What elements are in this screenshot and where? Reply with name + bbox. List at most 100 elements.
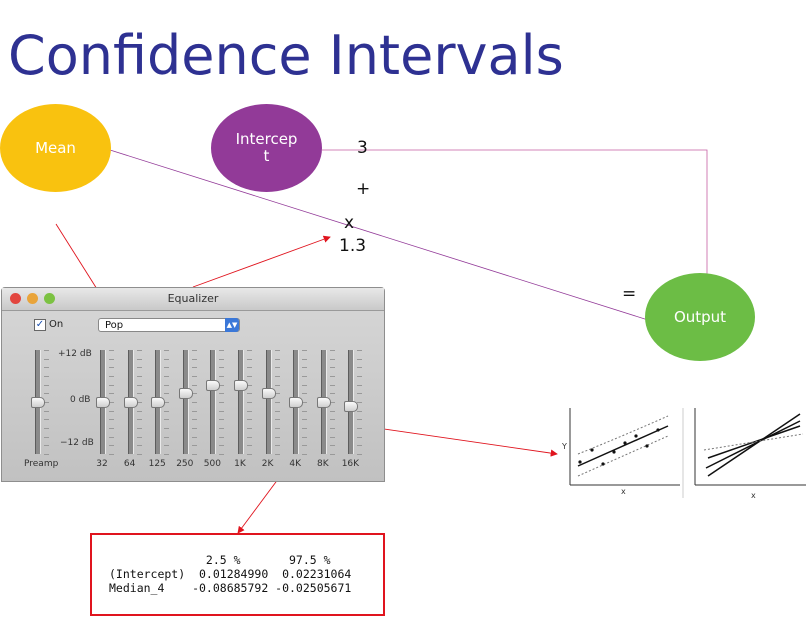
preset-select[interactable]: Pop ▲▼ — [98, 318, 240, 332]
mean-node: Mean — [0, 104, 111, 192]
band-8K-slider-tick — [329, 350, 335, 351]
plot1-y-label: Y — [562, 442, 567, 451]
on-checkbox[interactable]: ✓ — [34, 319, 46, 331]
band-2K-slider-tick — [274, 454, 280, 455]
band-125-slider-tick — [164, 402, 170, 403]
band-125-slider-tick — [164, 419, 170, 421]
band-8K-slider-tick — [329, 436, 335, 438]
fit-line — [577, 425, 669, 467]
band-2K-slider-tick — [274, 358, 280, 360]
band-4K-slider-tick — [302, 454, 308, 455]
band-500-label: 500 — [203, 459, 221, 469]
band-500-slider-tick — [219, 410, 225, 412]
band-16K-label: 16K — [341, 459, 360, 469]
band-64-slider-knob[interactable] — [123, 397, 138, 408]
band-1K-slider-knob[interactable] — [234, 379, 248, 391]
preamp-slider-tick — [44, 436, 49, 438]
band-1K-slider-tick — [247, 393, 252, 395]
band-64-slider-tick — [136, 367, 142, 369]
band-16K-slider-tick — [357, 384, 363, 386]
band-8K-slider-tick — [329, 393, 335, 395]
band-32-slider-tick — [109, 436, 114, 438]
band-250-slider-knob[interactable] — [178, 388, 193, 400]
band-64-slider-tick — [136, 358, 142, 360]
band-250-slider-tick — [191, 410, 197, 412]
band-8K-slider-tick — [329, 410, 335, 412]
confint-header: 2.5 % 97.5 % — [109, 553, 331, 567]
band-500-slider-tick — [219, 350, 225, 351]
band-4K-slider-knob[interactable] — [289, 397, 304, 408]
preamp-slider-tick — [44, 358, 49, 360]
band-8K-label: 8K — [316, 459, 329, 469]
zoom-icon[interactable] — [44, 293, 55, 304]
band-250-slider-tick — [191, 350, 197, 351]
band-1K-slider-tick — [247, 428, 252, 429]
band-32-slider-tick — [109, 358, 114, 360]
band-2K-slider-tick — [274, 402, 280, 403]
band-32-slider-tick — [109, 393, 114, 395]
band-500-slider-tick — [219, 454, 225, 455]
band-1K-slider-track — [238, 350, 244, 454]
band-32-slider-tick — [109, 376, 114, 377]
band-4K-slider-tick — [302, 419, 308, 421]
preamp-slider-tick — [44, 445, 49, 447]
preamp-slider-tick — [44, 393, 49, 395]
updown-arrows-icon: ▲▼ — [225, 318, 239, 332]
confint-row-intercept: (Intercept) 0.01284990 0.02231064 — [109, 567, 352, 581]
db-label-mid: 0 dB — [70, 395, 91, 405]
close-icon[interactable] — [10, 293, 21, 304]
regression-plots-svg — [569, 408, 806, 498]
band-2K-slider-knob[interactable] — [261, 388, 276, 400]
band-8K-slider-tick — [329, 367, 335, 369]
band-64-slider-tick — [136, 393, 142, 395]
band-8K-slider-knob[interactable] — [316, 397, 331, 408]
band-4K-slider-tick — [302, 358, 308, 360]
band-125-slider-tick — [164, 445, 170, 447]
band-250-label: 250 — [176, 459, 194, 469]
band-500-slider-tick — [219, 376, 225, 377]
band-1K-slider-tick — [247, 410, 252, 412]
preamp-slider-tick — [44, 410, 49, 412]
band-16K-slider-tick — [357, 358, 363, 360]
band-8K-slider-tick — [329, 454, 335, 455]
band-500-slider-tick — [219, 428, 225, 429]
band-250-slider-tick — [191, 436, 197, 438]
band-16K-slider-tick — [357, 410, 363, 412]
band-8K-slider-tick — [329, 402, 335, 403]
band-125-slider-tick — [164, 350, 170, 351]
band-4K-label: 4K — [289, 459, 301, 469]
band-64-slider-tick — [136, 384, 142, 386]
minimize-icon[interactable] — [27, 293, 38, 304]
band-250-slider-tick — [191, 419, 197, 421]
band-64-slider-tick — [136, 402, 142, 403]
band-32-slider-tick — [109, 410, 114, 412]
band-125-slider-tick — [164, 393, 170, 395]
band-64-slider-tick — [136, 436, 142, 438]
band-500-slider-tick — [219, 436, 225, 438]
band-2K-slider-tick — [274, 367, 280, 369]
equation-equals: = — [622, 284, 637, 304]
preamp-slider-tick — [44, 419, 49, 421]
band-1K-slider-tick — [247, 436, 252, 438]
equation-slope: 1.3 — [339, 236, 367, 256]
band-125-slider-knob[interactable] — [151, 397, 166, 408]
band-64-slider-tick — [136, 350, 142, 351]
band-16K-slider-tick — [357, 350, 363, 351]
output-node: Output — [645, 273, 755, 361]
band-125-slider-tick — [164, 384, 170, 386]
band-500-slider-tick — [219, 358, 225, 360]
band-8K-slider-tick — [329, 384, 335, 386]
band-32-label: 32 — [96, 459, 108, 469]
preamp-slider-tick — [44, 428, 49, 429]
mean-to-output-line — [109, 149, 649, 321]
band-16K-slider-knob[interactable] — [344, 401, 359, 413]
band-250-slider-tick — [191, 358, 197, 360]
equalizer-to-slope-arrow — [192, 235, 331, 288]
band-2K-slider-tick — [274, 350, 280, 351]
band-4K-slider-tick — [302, 367, 308, 369]
band-500-slider-knob[interactable] — [206, 379, 221, 391]
equalizer-window: Equalizer ✓ On Pop ▲▼ +12 dB 0 dB −12 dB… — [1, 287, 385, 482]
band-32-slider-knob[interactable] — [96, 397, 110, 408]
preamp-slider-knob[interactable] — [31, 397, 45, 408]
slide-title: Confidence Intervals — [8, 24, 564, 87]
